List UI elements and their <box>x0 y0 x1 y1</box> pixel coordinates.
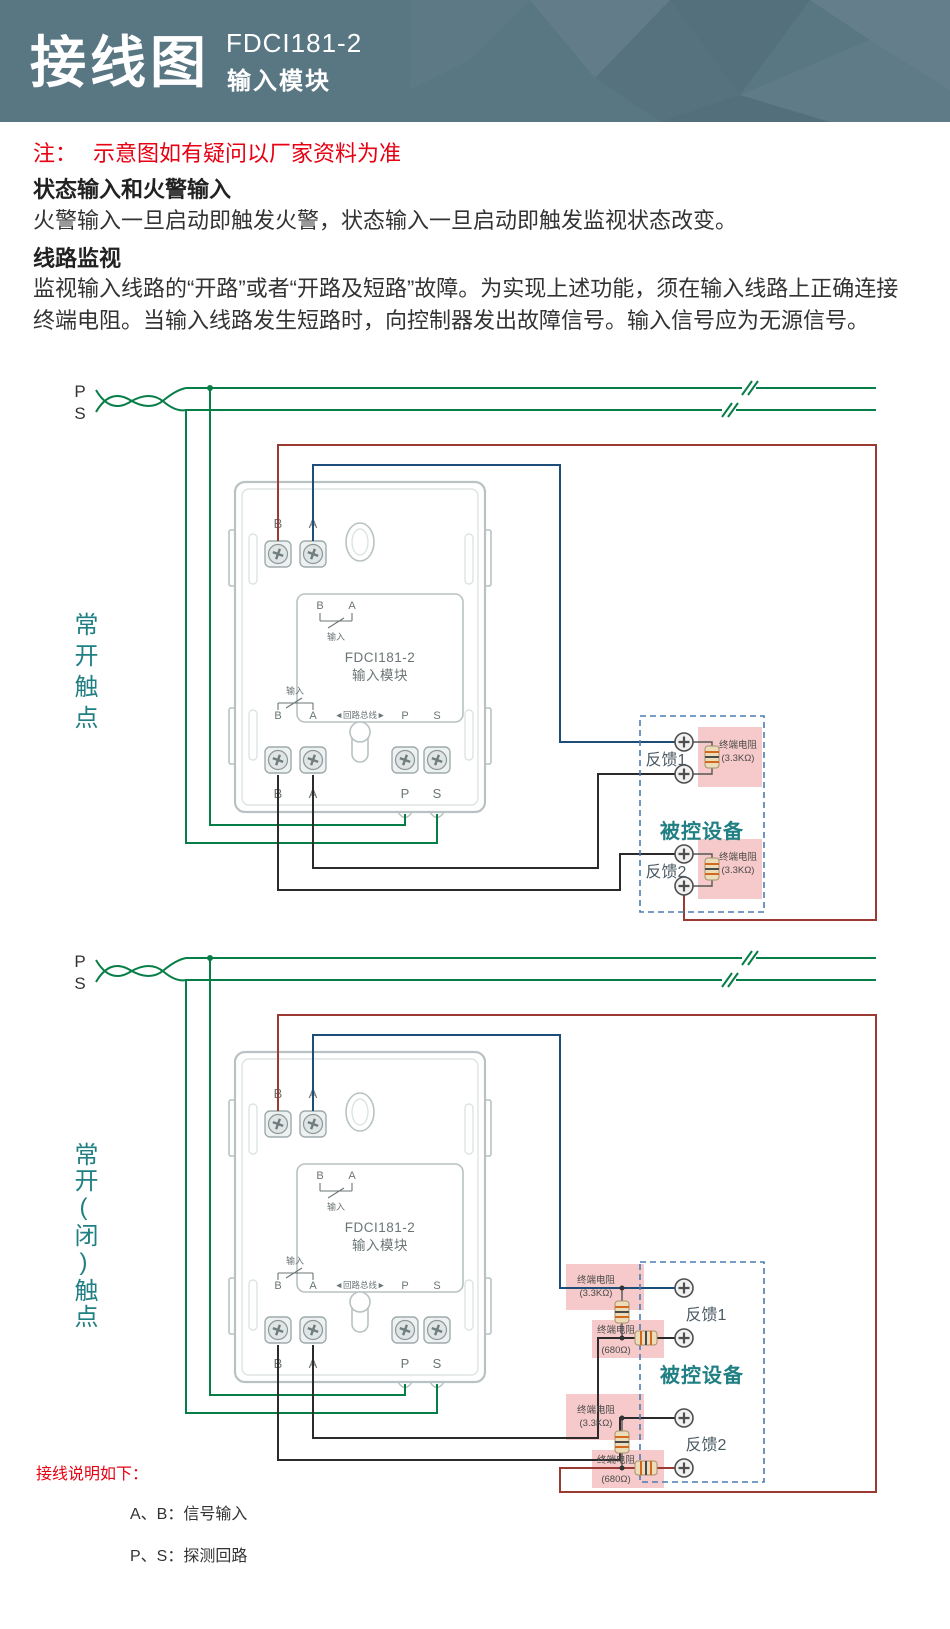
feedback1-label: 反馈1 <box>686 1306 727 1324</box>
note-prefix: 注： <box>33 141 78 166</box>
terminal-resistor-value: (680Ω) <box>601 1345 630 1356</box>
wire-break-mark <box>721 972 739 988</box>
module-type: 输入模块 <box>227 68 331 95</box>
wire-black-input-b <box>277 1345 676 1461</box>
twisted-pair-strand <box>95 389 187 412</box>
input-module-1 <box>229 482 491 818</box>
controlled-device-title: 被控设备 <box>660 819 744 843</box>
wiring-diagram-2: P S 反馈1 反馈2 被 <box>74 950 877 1493</box>
feedback2-label: 反馈2 <box>686 1436 727 1454</box>
note-text: 示意图如有疑问以厂家资料为准 <box>93 141 402 166</box>
resistor-lead <box>693 741 713 775</box>
wire-s-drop <box>185 980 438 1414</box>
terminal-resistor-value: (3.3KΩ) <box>580 1288 613 1299</box>
feedback1-label: 反馈1 <box>646 751 687 769</box>
terminal-resistor-value: (3.3KΩ) <box>580 1418 613 1429</box>
wire-red-input <box>277 444 877 921</box>
twisted-pair-strand <box>95 387 187 413</box>
note-line: 注： 示意图如有疑问以厂家资料为准 <box>33 136 401 168</box>
wire-s-drop <box>185 410 438 844</box>
wiring-diagram-1: B A B A 输入 FDCI181-2 输入模块 输入 B A ◄回路总线► … <box>74 380 877 921</box>
side-label-normally-open: 常开触点 <box>70 612 97 736</box>
heading-line-monitoring: 线路监视 <box>33 246 122 271</box>
page-title: 接线图 <box>30 31 210 94</box>
terminal-resistor-value: (3.3KΩ) <box>722 753 755 764</box>
header-banner: 接线图 FDCI181-2 输入模块 <box>0 0 950 122</box>
wire-break-mark <box>741 380 759 396</box>
wire-red-input <box>277 1014 877 1493</box>
paragra-status-fire-input: 火警输入一旦启动即触发火警，状态输入一旦启动即触发监视状态改变。 <box>33 208 738 233</box>
junction-dot <box>619 1415 625 1421</box>
heading-status-fire-input: 状态输入和火警输入 <box>33 177 232 202</box>
junction-dot <box>207 955 213 961</box>
controlled-device-box <box>639 1261 765 1483</box>
wire-p-drop <box>209 388 406 826</box>
controlled-device-box <box>639 715 765 913</box>
junction-dot <box>207 385 213 391</box>
terminal-resistor-label: 终端电阻 <box>719 851 758 863</box>
terminal-resistor-value: (680Ω) <box>601 1474 630 1485</box>
loop-label-p: P <box>74 382 85 401</box>
wire-break-mark <box>741 950 759 966</box>
terminal-resistor-label: 终端电阻 <box>577 1404 616 1416</box>
twisted-pair-strand <box>95 957 187 983</box>
terminal-resistor-label: 终端电阻 <box>597 1324 636 1336</box>
junction-dot <box>619 1285 625 1291</box>
loop-label-s: S <box>74 974 85 993</box>
side-label-normally-open-closed: 常开(闭)触点 <box>70 1142 97 1330</box>
wire-black-input-b <box>277 775 676 891</box>
junction-dot <box>619 1465 625 1471</box>
wire-break-mark <box>721 402 739 418</box>
header-facets-decoration <box>530 0 950 122</box>
terminal-resistor-label: 终端电阻 <box>597 1454 636 1466</box>
wiring-note-ab: A、B：信号输入 <box>130 1506 248 1523</box>
paragraph-line-monitoring: 监视输入线路的“开路”或者“开路及短路”故障。为实现上述功能，须在输入线路上正确… <box>33 276 899 333</box>
junction-dot <box>619 1335 625 1341</box>
wiring-notes-title: 接线说明如下： <box>36 1466 149 1483</box>
wire-blue-input <box>312 464 676 743</box>
feedback2-label: 反馈2 <box>646 863 687 881</box>
wire-p-drop <box>209 958 406 1396</box>
wire-black-input-a <box>312 773 676 869</box>
model-number: FDCI181-2 <box>226 28 363 58</box>
terminal-resistor-label: 终端电阻 <box>577 1274 616 1286</box>
controlled-device-title: 被控设备 <box>660 1363 744 1387</box>
loop-label-s: S <box>74 404 85 423</box>
terminal-resistor-label: 终端电阻 <box>719 739 758 751</box>
loop-label-p: P <box>74 952 85 971</box>
wiring-note-ps: P、S：探测回路 <box>130 1548 248 1565</box>
input-module-2 <box>229 1052 491 1388</box>
wire-blue-input <box>312 1034 676 1289</box>
resistor-lead <box>693 853 713 887</box>
twisted-pair-strand <box>95 959 187 982</box>
terminal-resistor-value: (3.3KΩ) <box>722 865 755 876</box>
